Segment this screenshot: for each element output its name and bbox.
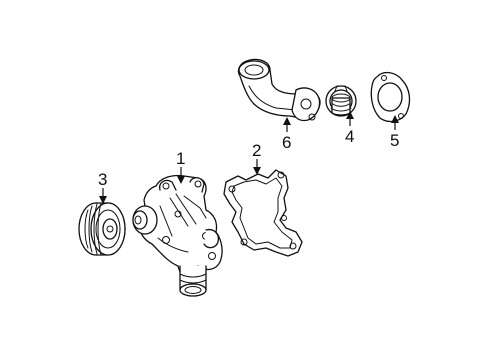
- callout-label-4: 4: [345, 127, 354, 146]
- callout-arrow-4: [346, 111, 354, 119]
- callout-6: 6: [282, 117, 291, 152]
- thermostat-gasket-part[interactable]: [370, 71, 411, 123]
- callout-label-3: 3: [98, 170, 107, 189]
- callout-3: 3: [98, 170, 107, 204]
- callout-1: 1: [176, 149, 185, 184]
- pump-gasket-part[interactable]: [223, 169, 303, 257]
- callout-label-6: 6: [282, 133, 291, 152]
- water-pump-part[interactable]: [132, 174, 223, 297]
- callout-label-2: 2: [252, 141, 261, 160]
- callout-4: 4: [345, 111, 354, 146]
- callout-arrow-5: [391, 115, 399, 123]
- callout-label-1: 1: [176, 149, 185, 168]
- thermostat-part[interactable]: [325, 85, 357, 117]
- callout-label-5: 5: [390, 131, 399, 150]
- water-outlet-part[interactable]: [237, 58, 321, 122]
- pulley-part[interactable]: [78, 202, 126, 256]
- callout-arrow-6: [283, 117, 291, 125]
- callout-2: 2: [252, 141, 261, 175]
- callout-arrow-3: [99, 196, 107, 204]
- callout-arrow-1: [177, 176, 185, 184]
- callout-5: 5: [390, 115, 399, 150]
- callout-arrow-2: [253, 167, 261, 175]
